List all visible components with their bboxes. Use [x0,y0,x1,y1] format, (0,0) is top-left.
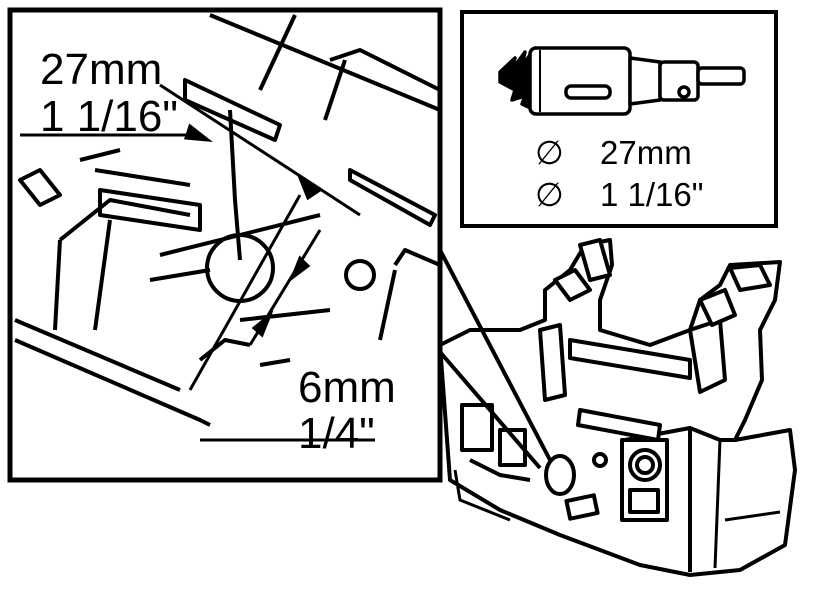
callout-lines [438,249,552,470]
edge-offset-metric-label: 6mm [298,363,396,412]
tool-diameter-metric-label: 27mm [600,134,692,171]
hole-diameter-metric-label: 27mm [40,45,163,94]
diameter-symbol: ∅ [535,134,564,171]
small-hole-circle [344,259,376,291]
detail-view-box [7,7,443,483]
tool-diameter-imperial-label: 1 1/16" [600,176,704,213]
hole-diameter-imperial-label: 1 1/16" [40,92,178,141]
diameter-symbol: ∅ [535,176,564,213]
hole-saw-icon [498,46,746,116]
edge-offset-imperial-label: 1/4" [298,409,375,458]
bracket-assembly-drawing [438,238,797,577]
